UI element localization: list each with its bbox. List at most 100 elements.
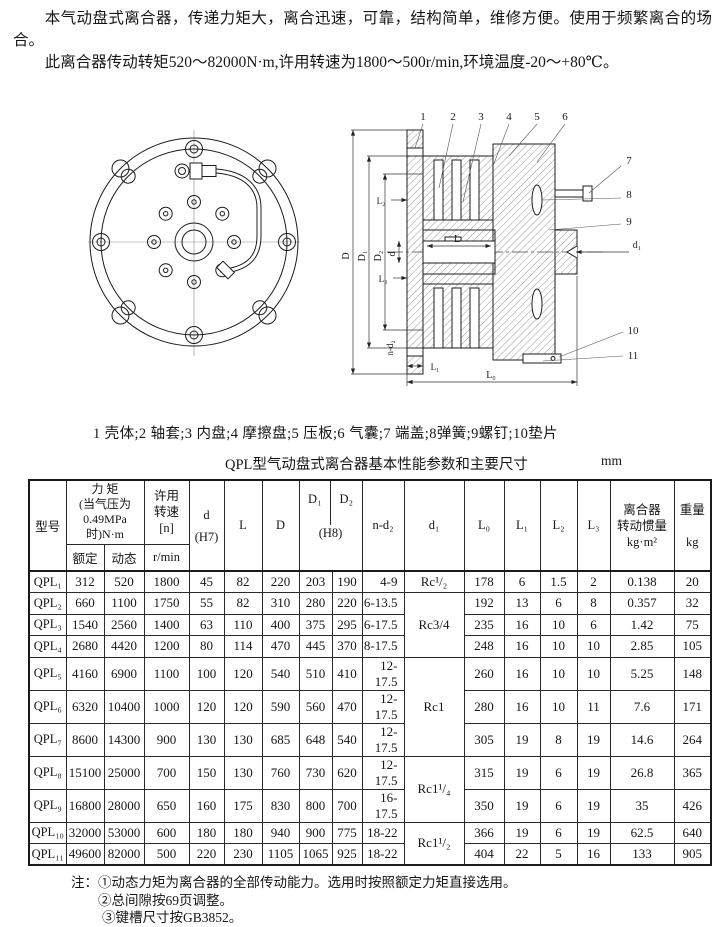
header-torque: 力 矩 (当气压为 0.49MPa 时)N·m [65, 479, 145, 545]
figure-caption: 1 壳体;2 轴套;3 内盘;4 摩擦盘;5 压板;6 气囊;7 端盖;8弹簧;… [93, 426, 559, 442]
table-cell: 19 [576, 788, 611, 823]
table-row: QPL₉ 16800 28000 650 160 175 830 800 700… [28, 788, 712, 823]
table-cell: 470 [331, 689, 363, 724]
table-cell: 130 [223, 755, 263, 790]
table-cell: 0.138 [609, 570, 675, 593]
table-cell: 470 [261, 635, 300, 658]
table-cell: 404 [463, 843, 505, 866]
table-cell: 900 [298, 821, 333, 844]
table-cell: 75 [673, 613, 712, 636]
table-cell: 365 [673, 755, 712, 790]
table-cell: 20 [673, 570, 712, 593]
d1-cell: Rc1 [403, 656, 465, 757]
table-cell: 53000 [103, 821, 145, 844]
table-cell: 178 [463, 570, 505, 593]
table-cell: 15100 [65, 755, 105, 790]
table-cell: 230 [223, 843, 263, 866]
model-cell: QPL₁₀ [28, 821, 67, 844]
dim-label-D1: D₁ [357, 251, 368, 262]
table-unit: mm [601, 453, 623, 468]
table-cell: 2560 [103, 613, 145, 636]
part-numbers: 1 2 3 4 5 6 7 8 9 10 11 [420, 111, 639, 362]
figures-block: 1 2 3 4 5 6 7 8 9 10 11 D D₁ D₂ d L₂ L₃ … [83, 104, 712, 396]
table-cell: 13 [503, 592, 541, 615]
table-cell: 600 [143, 821, 190, 844]
header-d1: d₁ [403, 479, 465, 572]
table-cell: 260 [463, 656, 505, 691]
table-cell: 160 [188, 788, 225, 823]
table-cell: 540 [331, 722, 363, 757]
table-cell: 6320 [65, 689, 105, 724]
table-cell: 8 [576, 592, 611, 615]
dim-label-L1: L₁ [431, 362, 440, 372]
table-cell: 19 [576, 722, 611, 757]
d1-cell: Rc1¹/₄ [403, 755, 465, 823]
table-cell: 32000 [65, 821, 105, 844]
model-cell: QPL₈ [28, 755, 67, 790]
part-leader-4: 4 [506, 111, 512, 123]
table-cell: 45 [188, 570, 225, 593]
table-cell: 1540 [65, 613, 105, 636]
table-cell: 10 [539, 635, 578, 658]
footnote-2: ②总间隙按69页调整。 [98, 892, 233, 908]
intro-text: 本气动盘式离合器，传递力矩大，离合迅速，可靠，结构简单，维修方便。使用于频繁离合… [13, 8, 712, 74]
table-cell: 1000 [143, 689, 190, 724]
header-D: D [261, 479, 300, 572]
part-leader-8: 8 [626, 189, 632, 201]
table-cell: 12-17.5 [361, 722, 405, 757]
table-cell: 26.8 [609, 755, 675, 790]
model-cell: QPL₅ [28, 656, 67, 691]
table-cell: 1.5 [539, 570, 578, 593]
table-cell: 375 [298, 613, 333, 636]
table-row: QPL₅ 4160 6900 1100 100 120 540 510 410 … [28, 656, 712, 757]
dim-label-d: d [387, 252, 398, 257]
table-cell: 175 [223, 788, 263, 823]
table-cell: 5.25 [609, 656, 675, 691]
table-cell: 133 [609, 843, 675, 866]
table-cell: 100 [188, 656, 225, 691]
table-cell: 264 [673, 722, 712, 757]
table-cell: 310 [261, 592, 300, 615]
table-cell: 63 [188, 613, 225, 636]
header-L1: L₁ [503, 479, 541, 572]
header-D2: D₂ [330, 481, 362, 525]
table-cell: 700 [143, 755, 190, 790]
table-cell: 6 [539, 755, 578, 790]
part-leader-6: 6 [562, 111, 568, 123]
table-body: QPL₁ 312 520 1800 45 82 220 203 190 4-9 … [28, 570, 712, 866]
table-cell: 500 [143, 843, 190, 866]
air-fitting [174, 162, 236, 280]
table-cell: 5 [539, 843, 578, 866]
table-cell: 105 [673, 635, 712, 658]
model-cell: QPL₃ [28, 613, 67, 636]
table-row: QPL₈ 15100 25000 700 150 130 760 730 620… [28, 755, 712, 823]
header-L3: L₃ [576, 479, 611, 572]
header-d: d (H7) [188, 479, 225, 572]
table-cell: 350 [463, 788, 505, 823]
table-row: QPL₂ 660 1100 1750 55 82 310 280 220 6-1… [28, 592, 712, 658]
table-cell: 130 [188, 722, 225, 757]
table-cell: 940 [261, 821, 300, 844]
table-cell: 4-9 [361, 570, 405, 593]
model-cell: QPL₆ [28, 689, 67, 724]
table-cell: 760 [261, 755, 300, 790]
table-cell: 62.5 [609, 821, 675, 844]
part-leader-5: 5 [534, 111, 540, 123]
table-cell: 640 [673, 821, 712, 844]
table-cell: 800 [298, 788, 333, 823]
clutch-front-outline [89, 137, 299, 347]
part-leader-10: 10 [628, 325, 640, 337]
table-cell: 1105 [261, 843, 300, 866]
part-leader-3: 3 [478, 111, 484, 123]
document-page: 本气动盘式离合器，传递力矩大，离合迅速，可靠，结构简单，维修方便。使用于频繁离合… [13, 8, 712, 925]
table-cell: 1100 [143, 656, 190, 691]
header-rated: 额定 [65, 543, 105, 572]
footnote-1: 注：①动态力矩为离合器的全部传动能力。选用时按照额定力矩直接选用。 [71, 875, 517, 890]
part-leader-7: 7 [626, 155, 632, 167]
table-cell: 18-22 [361, 843, 405, 866]
model-cell: QPL₁ [28, 570, 67, 593]
table-cell: 55 [188, 592, 225, 615]
table-cell: 4420 [103, 635, 145, 658]
table-cell: 192 [463, 592, 505, 615]
table-cell: 8-17.5 [361, 635, 405, 658]
